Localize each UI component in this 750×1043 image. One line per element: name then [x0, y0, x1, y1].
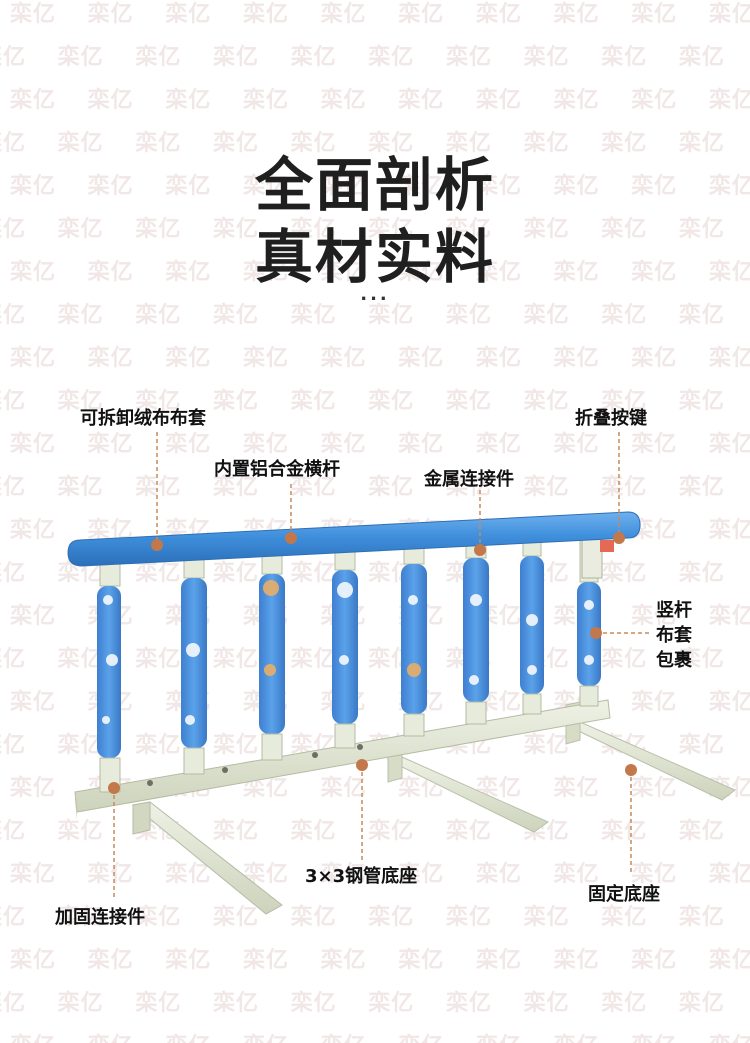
watermark-row: 栾亿 栾亿 栾亿 栾亿 栾亿 栾亿 栾亿 栾亿 栾亿 栾亿 栾亿 栾亿 栾亿 栾… — [0, 905, 750, 930]
watermark-row: 栾亿 栾亿 栾亿 栾亿 栾亿 栾亿 栾亿 栾亿 栾亿 栾亿 栾亿 栾亿 栾亿 栾… — [0, 561, 750, 586]
label-rod-cover-line3: 包裹 — [656, 650, 692, 671]
headline-ellipsis: ... — [360, 284, 390, 305]
front-leg — [131, 801, 283, 915]
watermark-row: 栾亿 栾亿 栾亿 栾亿 栾亿 栾亿 栾亿 栾亿 栾亿 栾亿 栾亿 栾亿 栾亿 栾… — [10, 948, 750, 973]
watermark-row: 栾亿 栾亿 栾亿 栾亿 栾亿 栾亿 栾亿 栾亿 栾亿 栾亿 栾亿 栾亿 栾亿 栾… — [10, 2, 750, 27]
top-padded-bar — [67, 511, 641, 567]
label-reinforce-connector: 加固连接件 — [55, 907, 145, 928]
watermark-row: 栾亿 栾亿 栾亿 栾亿 栾亿 栾亿 栾亿 栾亿 栾亿 栾亿 栾亿 栾亿 栾亿 栾… — [0, 131, 750, 156]
vertical-rods — [97, 535, 601, 793]
label-rod-cover-line2: 布套 — [656, 625, 692, 646]
watermark-row: 栾亿 栾亿 栾亿 栾亿 栾亿 栾亿 栾亿 栾亿 栾亿 栾亿 栾亿 栾亿 栾亿 栾… — [10, 174, 750, 199]
watermark-row: 栾亿 栾亿 栾亿 栾亿 栾亿 栾亿 栾亿 栾亿 栾亿 栾亿 栾亿 栾亿 栾亿 栾… — [10, 88, 750, 113]
watermark-row: 栾亿 栾亿 栾亿 栾亿 栾亿 栾亿 栾亿 栾亿 栾亿 栾亿 栾亿 栾亿 栾亿 栾… — [0, 475, 750, 500]
watermark-row: 栾亿 栾亿 栾亿 栾亿 栾亿 栾亿 栾亿 栾亿 栾亿 栾亿 栾亿 栾亿 栾亿 栾… — [0, 819, 750, 844]
watermark-row: 栾亿 栾亿 栾亿 栾亿 栾亿 栾亿 栾亿 栾亿 栾亿 栾亿 栾亿 栾亿 栾亿 栾… — [10, 346, 750, 371]
label-rod-cover: 竖杆 布套 包裹 — [656, 598, 692, 673]
watermark-row: 栾亿 栾亿 栾亿 栾亿 栾亿 栾亿 栾亿 栾亿 栾亿 栾亿 栾亿 栾亿 栾亿 栾… — [0, 991, 750, 1016]
watermark-row: 栾亿 栾亿 栾亿 栾亿 栾亿 栾亿 栾亿 栾亿 栾亿 栾亿 栾亿 栾亿 栾亿 栾… — [10, 862, 750, 887]
watermark-row: 栾亿 栾亿 栾亿 栾亿 栾亿 栾亿 栾亿 栾亿 栾亿 栾亿 栾亿 栾亿 栾亿 栾… — [0, 389, 750, 414]
fold-button-housing — [581, 535, 614, 579]
watermark-row: 栾亿 栾亿 栾亿 栾亿 栾亿 栾亿 栾亿 栾亿 栾亿 栾亿 栾亿 栾亿 栾亿 栾… — [10, 260, 750, 285]
watermark-row: 栾亿 栾亿 栾亿 栾亿 栾亿 栾亿 栾亿 栾亿 栾亿 栾亿 栾亿 栾亿 栾亿 栾… — [0, 45, 750, 70]
watermark-row: 栾亿 栾亿 栾亿 栾亿 栾亿 栾亿 栾亿 栾亿 栾亿 栾亿 栾亿 栾亿 栾亿 栾… — [0, 303, 750, 328]
watermark-row: 栾亿 栾亿 栾亿 栾亿 栾亿 栾亿 栾亿 栾亿 栾亿 栾亿 栾亿 栾亿 栾亿 栾… — [10, 1028, 750, 1043]
label-steel-base: 3×3钢管底座 — [305, 866, 418, 887]
label-removable-cover: 可拆卸绒布布套 — [80, 408, 206, 429]
label-fixed-base: 固定底座 — [588, 884, 660, 905]
leader-lines — [113, 432, 650, 900]
label-aluminum-crossbar: 内置铝合金横杆 — [214, 459, 340, 480]
watermark-row: 栾亿 栾亿 栾亿 栾亿 栾亿 栾亿 栾亿 栾亿 栾亿 栾亿 栾亿 栾亿 栾亿 栾… — [10, 690, 750, 715]
watermark-row: 栾亿 栾亿 栾亿 栾亿 栾亿 栾亿 栾亿 栾亿 栾亿 栾亿 栾亿 栾亿 栾亿 栾… — [0, 647, 750, 672]
callout-dots — [108, 532, 637, 794]
label-fold-button: 折叠按键 — [575, 408, 647, 429]
headline-line1: 全面剖析 — [254, 151, 495, 219]
headline-line2: 真材实料 — [254, 223, 495, 291]
watermark-row: 栾亿 栾亿 栾亿 栾亿 栾亿 栾亿 栾亿 栾亿 栾亿 栾亿 栾亿 栾亿 栾亿 栾… — [0, 217, 750, 242]
bottom-rail — [74, 699, 611, 820]
watermark-row: 栾亿 栾亿 栾亿 栾亿 栾亿 栾亿 栾亿 栾亿 栾亿 栾亿 栾亿 栾亿 栾亿 栾… — [10, 432, 750, 457]
label-rod-cover-line1: 竖杆 — [656, 600, 692, 621]
rod-cover-prints — [102, 580, 594, 725]
watermark-row: 栾亿 栾亿 栾亿 栾亿 栾亿 栾亿 栾亿 栾亿 栾亿 栾亿 栾亿 栾亿 栾亿 栾… — [10, 604, 750, 629]
label-metal-connector: 金属连接件 — [424, 469, 514, 490]
